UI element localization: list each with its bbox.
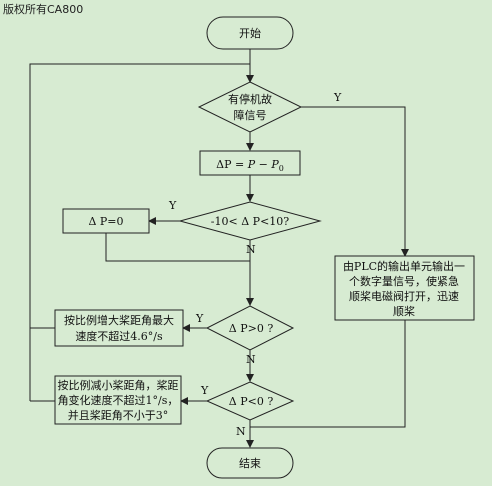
plc-line3: 顺桨电磁阀打开，迅速 — [349, 289, 459, 303]
arrow-plc-to-end — [250, 320, 406, 428]
increase-line2: 速度不超过4.6°/s — [75, 329, 163, 343]
delta-calc-sub: 0 — [279, 164, 284, 173]
decrease-box — [54, 375, 182, 425]
decrease-line2: 角变化速度不超过1°/s， — [58, 393, 179, 407]
gt-decision-label: Δ P>0 ? — [229, 322, 274, 335]
plc-line2: 个数字量信号，使紧急 — [349, 274, 459, 288]
delta-calc-b: P — [247, 158, 256, 171]
set-zero-label: Δ P=0 — [88, 215, 123, 228]
delta-calc-minus: − — [259, 158, 268, 171]
arrow-set-zero-return — [105, 233, 250, 262]
plc-line1: 由PLC的输出单元输出一 — [343, 259, 465, 273]
lt-no-label: N — [236, 425, 246, 438]
gt-yes-label: Y — [195, 312, 204, 325]
range-no-label: N — [246, 243, 256, 256]
increase-box — [54, 309, 184, 347]
start-label: 开始 — [239, 26, 261, 40]
loop-back-line — [29, 63, 250, 401]
fault-decision-line2: 障信号 — [234, 108, 267, 122]
plc-line4: 顺桨 — [393, 304, 415, 318]
delta-calc-eq: = — [235, 158, 244, 171]
set-zero-box — [62, 208, 150, 234]
delta-calc-formula: ΔP = P − P0 — [216, 158, 284, 173]
arrow-fault-yes — [301, 106, 409, 257]
lt-yes-label: Y — [200, 384, 209, 397]
fault-yes-label: Y — [333, 91, 342, 104]
delta-calc-a: ΔP — [216, 158, 232, 171]
watermark-text: 版权所有CA800 — [3, 2, 83, 16]
range-decision-label: -10< Δ P<10? — [211, 215, 289, 228]
decrease-line1: 按比例减小桨距角，桨距 — [58, 378, 179, 392]
decrease-line3: 并且桨距角不小于3° — [68, 408, 169, 422]
range-yes-label: Y — [168, 199, 177, 212]
lt-decision-label: Δ P<0 ? — [229, 395, 274, 408]
fault-decision — [197, 81, 303, 133]
fault-decision-line1: 有停机故 — [228, 92, 272, 106]
delta-calc-c: P — [270, 158, 279, 171]
end-label: 结束 — [239, 457, 261, 470]
end-terminator — [206, 447, 294, 479]
gt-no-label: N — [246, 353, 256, 366]
increase-line1: 按比例增大桨距角最大 — [64, 313, 174, 327]
